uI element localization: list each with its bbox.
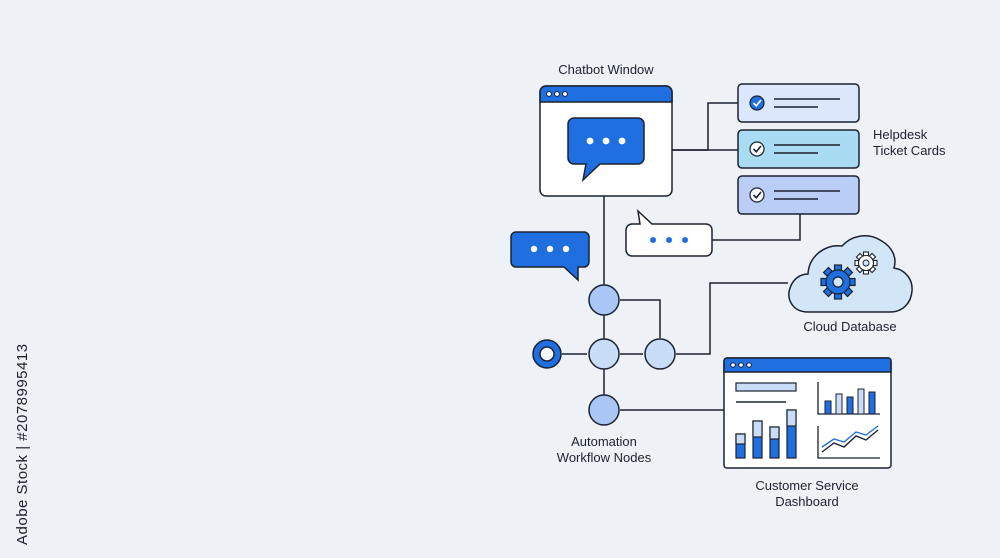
workflow-node: [588, 394, 620, 426]
cloud-database: [788, 234, 913, 313]
customer-service-dashboard: [723, 357, 892, 469]
ticket-card: [737, 83, 860, 123]
gear-icon: [854, 251, 878, 275]
chat-bubble-icon: [567, 117, 645, 183]
bar-chart-icon: [817, 382, 880, 415]
automation-workflow-nodes: [532, 284, 676, 426]
dashboard-label-line1: Customer Service: [755, 478, 858, 493]
automation-label-line2: Workflow Nodes: [557, 450, 652, 465]
bar-chart-icon: [735, 409, 797, 459]
checkmark-icon: [749, 187, 765, 203]
automation-label-line1: Automation: [571, 434, 637, 449]
workflow-node: [588, 284, 620, 316]
line-chart-icon: [817, 425, 880, 459]
checkmark-icon: [749, 141, 765, 157]
chatbot-window-label: Chatbot Window: [558, 62, 654, 77]
window-dots-icon: [546, 91, 568, 97]
workflow-start-node: [532, 339, 562, 369]
ticket-card: [737, 129, 860, 169]
workflow-node: [588, 338, 620, 370]
checkmark-icon: [749, 95, 765, 111]
stock-watermark-side: Adobe Stock | #2078995413: [14, 343, 31, 545]
helpdesk-label-line2: Ticket Cards: [873, 143, 946, 158]
window-dots-icon: [730, 362, 752, 368]
gear-icon: [820, 264, 856, 300]
helpdesk-ticket-cards: [737, 83, 860, 215]
helpdesk-label-line1: Helpdesk: [873, 127, 928, 142]
diagram-labels: Chatbot Window Helpdesk Ticket Cards Clo…: [557, 62, 946, 509]
ticket-card: [737, 175, 860, 215]
chat-bubble-icon: [510, 231, 590, 282]
chatbot-window: [539, 85, 673, 197]
workflow-node: [644, 338, 676, 370]
chat-bubble-icon: [625, 208, 713, 257]
dashboard-label-line2: Dashboard: [775, 494, 839, 509]
cloud-database-label: Cloud Database: [803, 319, 896, 334]
